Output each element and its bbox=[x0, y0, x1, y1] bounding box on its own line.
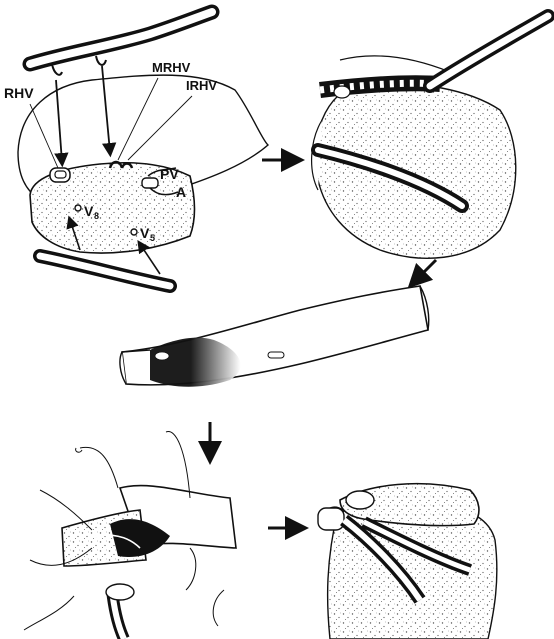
label-mrhv: MRHV bbox=[152, 60, 191, 75]
rhv-orifice bbox=[50, 168, 70, 182]
panel-graft-preparation: RHV MRHV IRHV PV A V 8 V 5 bbox=[4, 12, 268, 286]
label-a: A bbox=[176, 184, 186, 200]
panel-vein-conduit bbox=[120, 286, 429, 387]
panel-anastomosis bbox=[24, 432, 236, 639]
label-pv: PV bbox=[160, 166, 179, 182]
label-v8: V bbox=[84, 203, 94, 219]
arrow-icon bbox=[414, 260, 436, 282]
v8-orifice bbox=[75, 205, 81, 211]
v5-orifice bbox=[131, 229, 137, 235]
label-rhv: RHV bbox=[4, 85, 34, 101]
panel-final-graft bbox=[318, 484, 497, 639]
liver-graft bbox=[316, 83, 516, 258]
panel-reconstructed-graft bbox=[312, 16, 548, 258]
label-v5: V bbox=[140, 225, 150, 241]
label-v5-sub: 5 bbox=[150, 233, 155, 243]
label-irhv: IRHV bbox=[186, 78, 217, 93]
label-v8-sub: 8 bbox=[94, 211, 99, 221]
